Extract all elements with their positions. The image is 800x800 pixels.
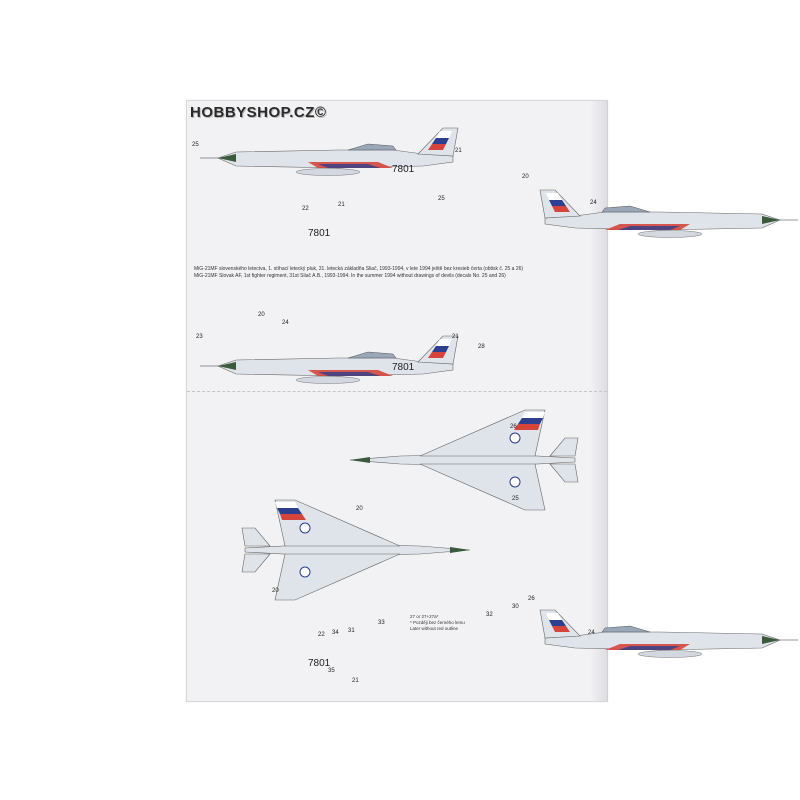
decal-number: 21 (338, 202, 345, 208)
caption-czech: MiG-21MF slovenského letectva, 1. stíhac… (194, 266, 524, 272)
decal-note: 27 or 27+27a* * Později bez černého lemu… (410, 614, 465, 632)
decal-number: 21 (352, 678, 359, 684)
aircraft-top-view (349, 409, 579, 511)
note-english: Later without red outline (410, 626, 459, 631)
aircraft-profile-3 (199, 335, 459, 384)
decal-number: 23 (196, 334, 203, 340)
fold-line (187, 391, 607, 392)
decal-number: 30 (512, 604, 519, 610)
aircraft-profile-4 (539, 609, 799, 658)
aircraft-bottom-view (241, 499, 471, 601)
decal-number: 24 (588, 630, 595, 636)
profile-caption: MiG-21MF slovenského letectva, 1. stíhac… (194, 266, 574, 280)
decal-number: 24 (590, 200, 597, 206)
decal-number: 34 (332, 630, 339, 636)
note-ref: 27 or 27+27a* (410, 614, 439, 619)
decal-number: 21 (455, 148, 462, 154)
decal-number: 20 (258, 312, 265, 318)
decal-number: 24 (282, 320, 289, 326)
decal-number: 32 (486, 612, 493, 618)
serial-label-1: 7801 (392, 164, 415, 175)
decal-sheet (186, 100, 608, 702)
decal-number: 20 (356, 506, 363, 512)
decal-number: 20 (272, 588, 279, 594)
decal-number: 25 (512, 496, 519, 502)
decal-number: 26 (528, 596, 535, 602)
decal-number: 31 (348, 628, 355, 634)
decal-number: 28 (478, 344, 485, 350)
decal-number: 33 (378, 620, 385, 626)
decal-number: 26 (510, 424, 517, 430)
decal-number: 22 (318, 632, 325, 638)
decal-number: 22 (302, 206, 309, 212)
aircraft-profile-1 (199, 127, 459, 176)
decal-number: 21 (452, 334, 459, 340)
decal-number: 20 (522, 174, 529, 180)
decal-number: 25 (438, 196, 445, 202)
caption-english: MiG-21MF Slovak AF, 1st fighter regiment… (194, 273, 506, 279)
decal-number: 35 (328, 668, 335, 674)
decal-number: 25 (192, 142, 199, 148)
serial-label-3: 7801 (392, 362, 415, 373)
serial-label-2: 7801 (308, 228, 331, 239)
note-czech: * Později bez černého lemu (410, 620, 465, 625)
aircraft-profile-2 (539, 189, 799, 238)
watermark-logo: HOBBYSHOP.CZ© (190, 104, 327, 121)
serial-label-4: 7801 (308, 658, 331, 669)
